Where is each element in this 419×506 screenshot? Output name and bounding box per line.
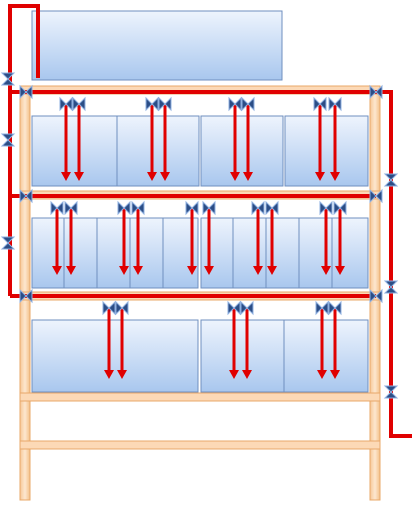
panel (331, 217, 369, 289)
panel (200, 319, 285, 393)
valve-icon (131, 200, 145, 216)
valve-icon (227, 300, 241, 316)
valve-icon (369, 288, 383, 304)
arrow-down-icon (253, 266, 263, 275)
valve-icon (102, 300, 116, 316)
valve-icon (265, 200, 279, 216)
arrow-down-icon (243, 172, 253, 181)
arrow-down-icon (204, 266, 214, 275)
valve-icon (241, 96, 255, 112)
valve-icon (64, 200, 78, 216)
arrow-down-icon (242, 370, 252, 379)
panel (63, 217, 98, 289)
valve-icon (59, 96, 73, 112)
valve-icon (72, 96, 86, 112)
panel (200, 115, 284, 187)
valve-icon (383, 173, 399, 187)
panel (31, 115, 118, 187)
valve-icon (0, 72, 16, 86)
panel-group (31, 10, 369, 393)
arrow-down-icon (267, 266, 277, 275)
arrow-down-icon (229, 370, 239, 379)
valve-icon (117, 200, 131, 216)
valve-icon (319, 200, 333, 216)
valve-icon (251, 200, 265, 216)
arrow-down-icon (160, 172, 170, 181)
arrow-down-icon (335, 266, 345, 275)
panel (116, 115, 200, 187)
arrow-down-icon (74, 172, 84, 181)
panel (232, 217, 267, 289)
arrow-down-icon (104, 370, 114, 379)
arrow-down-icon (330, 370, 340, 379)
rack-beam (19, 392, 381, 402)
arrow-down-icon (133, 266, 143, 275)
valve-icon (369, 84, 383, 100)
panel (129, 217, 164, 289)
panel (31, 10, 283, 81)
valve-icon (158, 96, 172, 112)
valve-icon (240, 300, 254, 316)
pipe-segment (8, 4, 40, 88)
panel (31, 319, 199, 393)
valve-icon (115, 300, 129, 316)
pipe-network (8, 4, 412, 438)
panel (283, 319, 369, 393)
arrow-down-icon (187, 266, 197, 275)
arrow-down-icon (52, 266, 62, 275)
rack-beam (19, 440, 381, 450)
valve-icon (333, 200, 347, 216)
valve-icon (50, 200, 64, 216)
arrow-down-icon (61, 172, 71, 181)
arrow-down-icon (230, 172, 240, 181)
valve-icon (185, 200, 199, 216)
valve-icon (313, 96, 327, 112)
valve-icon (19, 288, 33, 304)
valve-group (0, 72, 399, 399)
arrow-down-icon (330, 172, 340, 181)
arrow-down-icon (315, 172, 325, 181)
valve-icon (328, 300, 342, 316)
arrow-down-icon (147, 172, 157, 181)
panel (284, 115, 369, 187)
arrow-down-icon (119, 266, 129, 275)
panel (31, 217, 65, 289)
valve-icon (145, 96, 159, 112)
valve-icon (383, 280, 399, 294)
arrow-down-icon (66, 266, 76, 275)
drop-pipes (52, 104, 345, 379)
pipe-segment (376, 90, 412, 438)
valve-icon (383, 385, 399, 399)
arrow-down-icon (117, 370, 127, 379)
panel (200, 217, 234, 289)
valve-icon (0, 133, 16, 147)
valve-icon (0, 236, 16, 250)
valve-icon (315, 300, 329, 316)
valve-icon (228, 96, 242, 112)
valve-icon (369, 188, 383, 204)
valve-icon (19, 188, 33, 204)
valve-icon (328, 96, 342, 112)
arrow-down-icon (321, 266, 331, 275)
arrow-down-icon (317, 370, 327, 379)
valve-icon (202, 200, 216, 216)
valve-icon (19, 84, 33, 100)
